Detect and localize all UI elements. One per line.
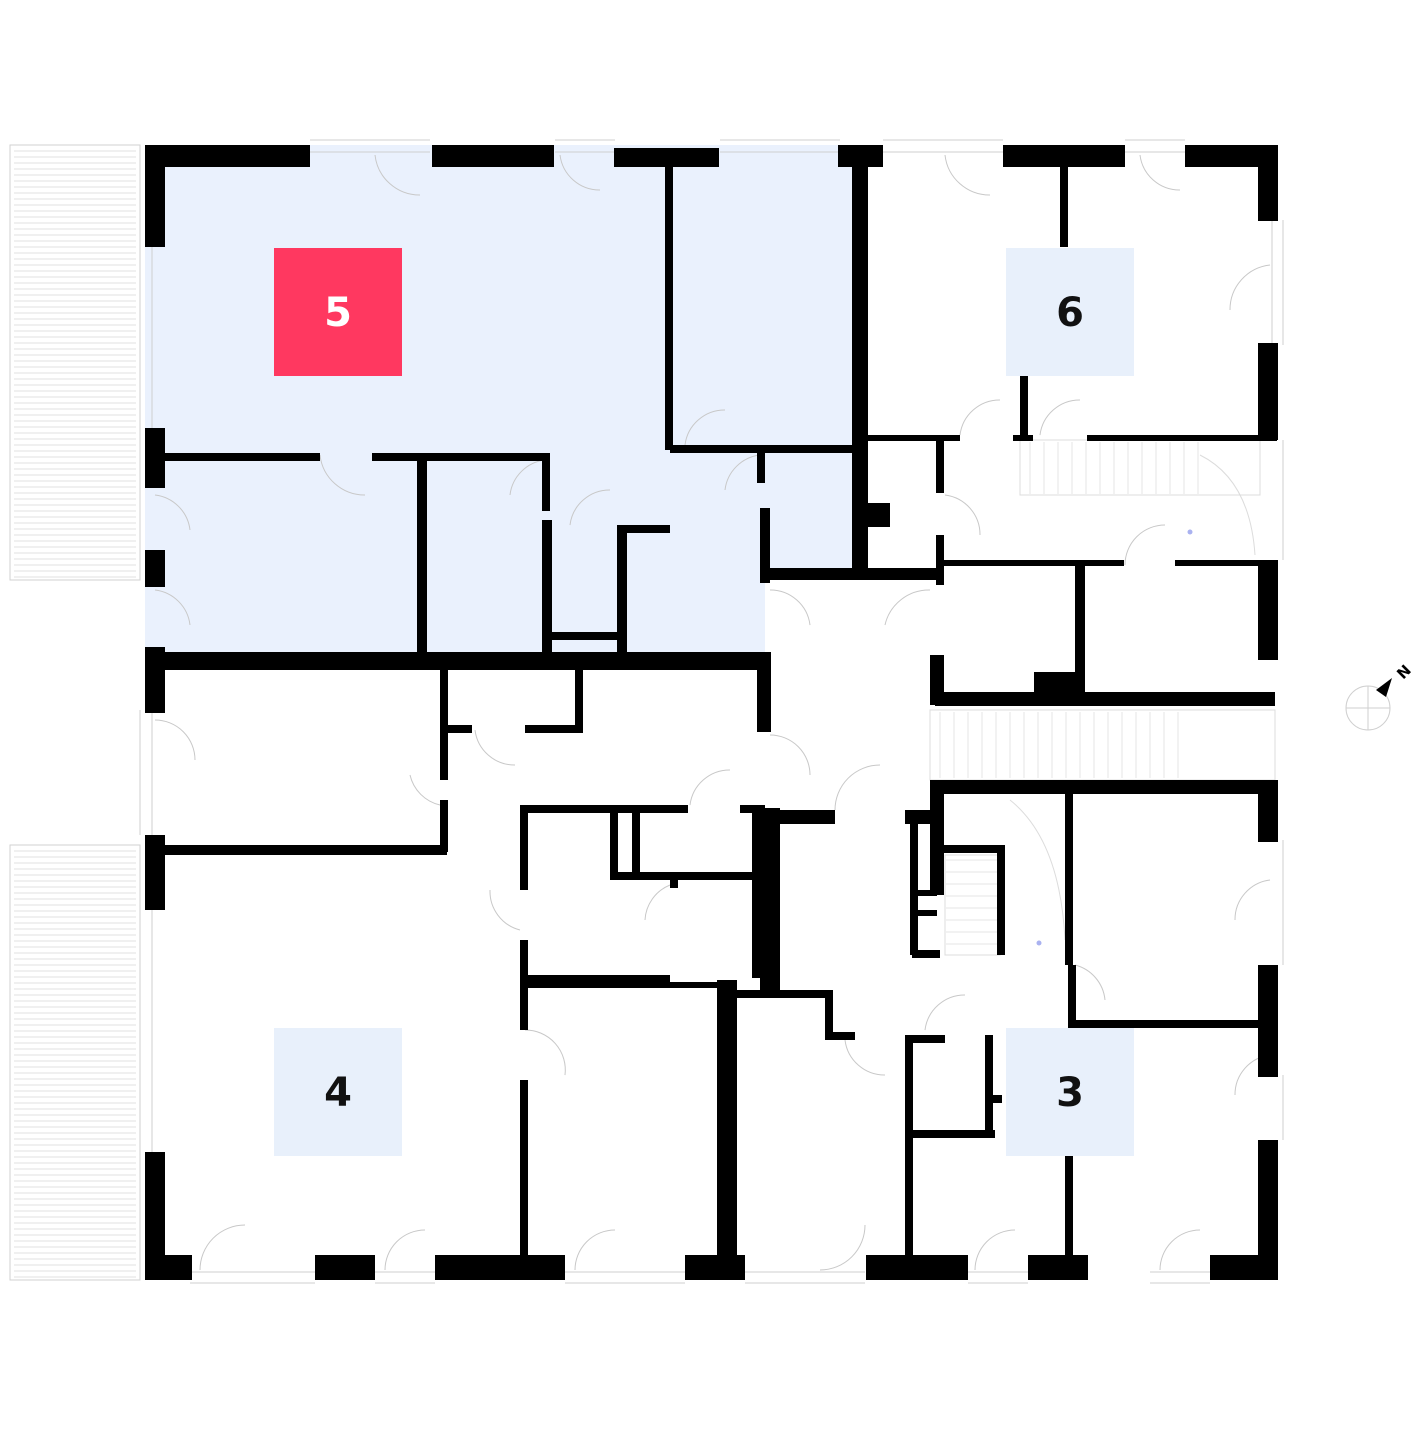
windows — [139, 139, 1284, 1284]
walls — [145, 145, 1278, 1280]
unit-6-badge[interactable]: 6 — [1006, 248, 1134, 376]
staircase-upper — [1019, 439, 1261, 556]
balcony-lower — [9, 844, 141, 1281]
compass-icon: N — [1345, 661, 1415, 731]
balcony-upper — [9, 144, 141, 581]
unit-5-badge[interactable]: 5 — [274, 248, 402, 376]
unit-5-label: 5 — [324, 290, 352, 336]
unit-5-area[interactable] — [145, 145, 855, 655]
compass-north-label: N — [1393, 661, 1415, 683]
unit-3-label: 3 — [1056, 1070, 1084, 1116]
stair-marker-dot — [1187, 529, 1193, 535]
stair-marker-dot — [1036, 940, 1042, 946]
door-swings — [154, 154, 1271, 1271]
unit-4-badge[interactable]: 4 — [274, 1028, 402, 1156]
unit-6-label: 6 — [1056, 290, 1084, 336]
unit-3-badge[interactable]: 3 — [1006, 1028, 1134, 1156]
unit-4-label: 4 — [324, 1070, 352, 1116]
